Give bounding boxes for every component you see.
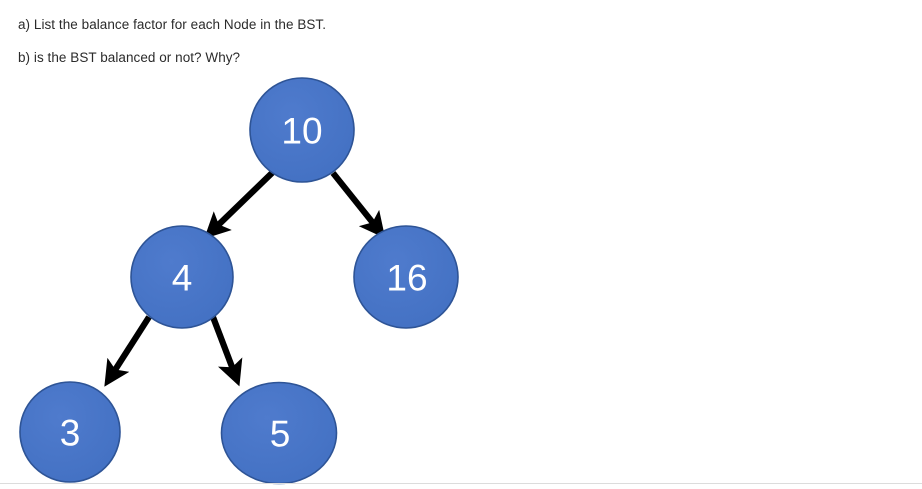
question-line-a: a) List the balance factor for each Node… — [18, 17, 327, 32]
edge-root-to-right — [330, 171, 386, 239]
bst-node-right[interactable]: 16 — [353, 225, 459, 329]
bst-nodes: 10 4 16 3 5 — [19, 77, 459, 485]
bst-node-left-right-label: 5 — [270, 414, 291, 455]
bst-node-left-circle[interactable] — [130, 225, 234, 329]
edge-root-to-left — [204, 169, 276, 239]
bst-edges — [104, 169, 386, 387]
bst-node-left-left-label: 3 — [60, 413, 81, 454]
edge-left-to-left-right — [210, 315, 243, 387]
bottom-divider — [0, 483, 922, 484]
bst-node-root-label: 10 — [281, 111, 322, 152]
question-text-block: a) List the balance factor for each Node… — [18, 8, 878, 74]
question-line-b: b) is the BST balanced or not? Why? — [18, 50, 241, 65]
bst-node-left[interactable]: 4 — [130, 225, 234, 329]
bst-node-right-circle[interactable] — [353, 225, 459, 329]
bst-node-left-left[interactable]: 3 — [19, 381, 121, 483]
bst-node-left-left-circle[interactable] — [19, 381, 121, 483]
bst-node-root[interactable]: 10 — [249, 77, 355, 183]
edge-left-to-left-left — [104, 315, 152, 387]
bst-node-root-circle[interactable] — [249, 77, 355, 183]
bst-node-left-right[interactable]: 5 — [220, 381, 338, 485]
bst-node-left-label: 4 — [172, 258, 193, 299]
bst-node-right-label: 16 — [386, 258, 427, 299]
